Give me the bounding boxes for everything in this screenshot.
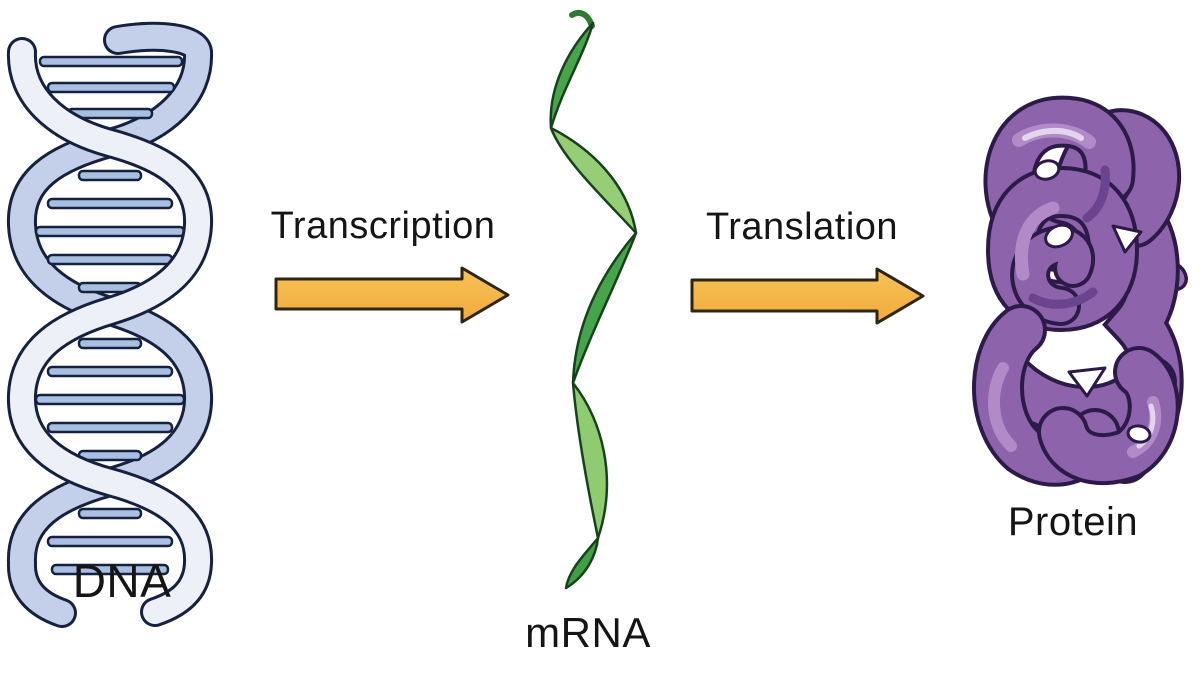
transcription-label: Transcription	[270, 205, 496, 247]
transcription-arrow-icon	[274, 266, 510, 324]
protein-icon	[972, 95, 1188, 487]
mrna-ribbon-icon	[549, 9, 638, 590]
dna-helix-icon	[6, 21, 214, 628]
mrna-label: mRNA	[525, 609, 651, 656]
dna-label: DNA	[72, 555, 172, 607]
dna-rungs	[34, 55, 186, 576]
translation-arrow-icon	[690, 267, 925, 325]
protein-label: Protein	[1007, 500, 1139, 544]
translation-label: Translation	[705, 206, 899, 248]
